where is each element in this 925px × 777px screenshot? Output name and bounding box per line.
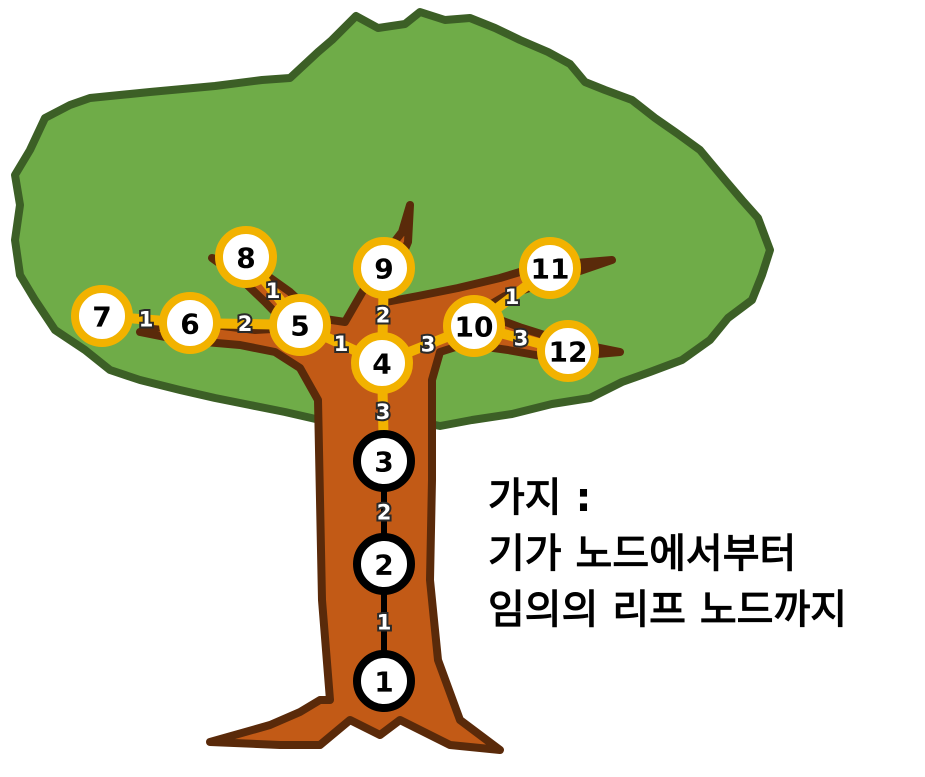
tree-node-5: 5 [269, 294, 331, 356]
edge-weight-10-12: 3 [514, 327, 529, 351]
tree-node-12: 12 [537, 320, 599, 382]
node-label-11: 11 [531, 253, 570, 286]
edge-weight-5-6: 2 [238, 312, 253, 336]
caption-line-1: 가지 : [488, 475, 592, 521]
node-label-7: 7 [92, 301, 111, 334]
tree-node-4: 4 [351, 332, 413, 394]
tree-node-11: 11 [519, 237, 581, 299]
edge-weight-2-3: 2 [377, 501, 392, 525]
node-label-1: 1 [374, 666, 393, 699]
tree-node-3: 3 [353, 430, 415, 492]
node-circle-6 [159, 292, 221, 354]
node-circle-4 [351, 332, 413, 394]
node-label-5: 5 [290, 310, 309, 343]
node-circle-10 [443, 295, 505, 357]
node-label-4: 4 [372, 348, 391, 381]
edge-weight-4-5: 1 [334, 332, 349, 356]
tree-node-1: 1 [353, 650, 415, 712]
tree-node-9: 9 [353, 237, 415, 299]
edge-weight-6-7: 1 [139, 308, 154, 332]
node-label-2: 2 [374, 549, 393, 582]
node-label-12: 12 [549, 336, 588, 369]
edge-weight-1-2: 1 [377, 611, 392, 635]
node-label-8: 8 [236, 242, 255, 275]
node-circle-9 [353, 237, 415, 299]
node-label-3: 3 [374, 446, 393, 479]
node-circle-12 [537, 320, 599, 382]
node-label-6: 6 [180, 308, 199, 341]
caption-line-3: 임의의 리프 노드까지 [488, 587, 848, 633]
node-circle-7 [71, 285, 133, 347]
tree-node-2: 2 [353, 533, 415, 595]
tree-node-7: 7 [71, 285, 133, 347]
node-circle-1 [353, 650, 415, 712]
edge-weight-5-8: 1 [266, 279, 281, 303]
node-circle-8 [215, 226, 277, 288]
edge-weight-3-4: 3 [376, 400, 391, 424]
tree-node-8: 8 [215, 226, 277, 288]
branch-definition-caption: 가지 : 기가 노드에서부터 임의의 리프 노드까지 [488, 470, 847, 638]
node-circle-3 [353, 430, 415, 492]
node-label-10: 10 [455, 311, 494, 344]
tree-node-10: 10 [443, 295, 505, 357]
edge-weight-4-9: 2 [376, 304, 391, 328]
edge-weight-10-11: 1 [505, 285, 520, 309]
tree-node-6: 6 [159, 292, 221, 354]
node-circle-11 [519, 237, 581, 299]
node-circle-2 [353, 533, 415, 595]
node-circle-5 [269, 294, 331, 356]
node-label-9: 9 [374, 253, 393, 286]
caption-line-2: 기가 노드에서부터 [488, 531, 797, 577]
edge-weight-4-10: 3 [421, 333, 436, 357]
